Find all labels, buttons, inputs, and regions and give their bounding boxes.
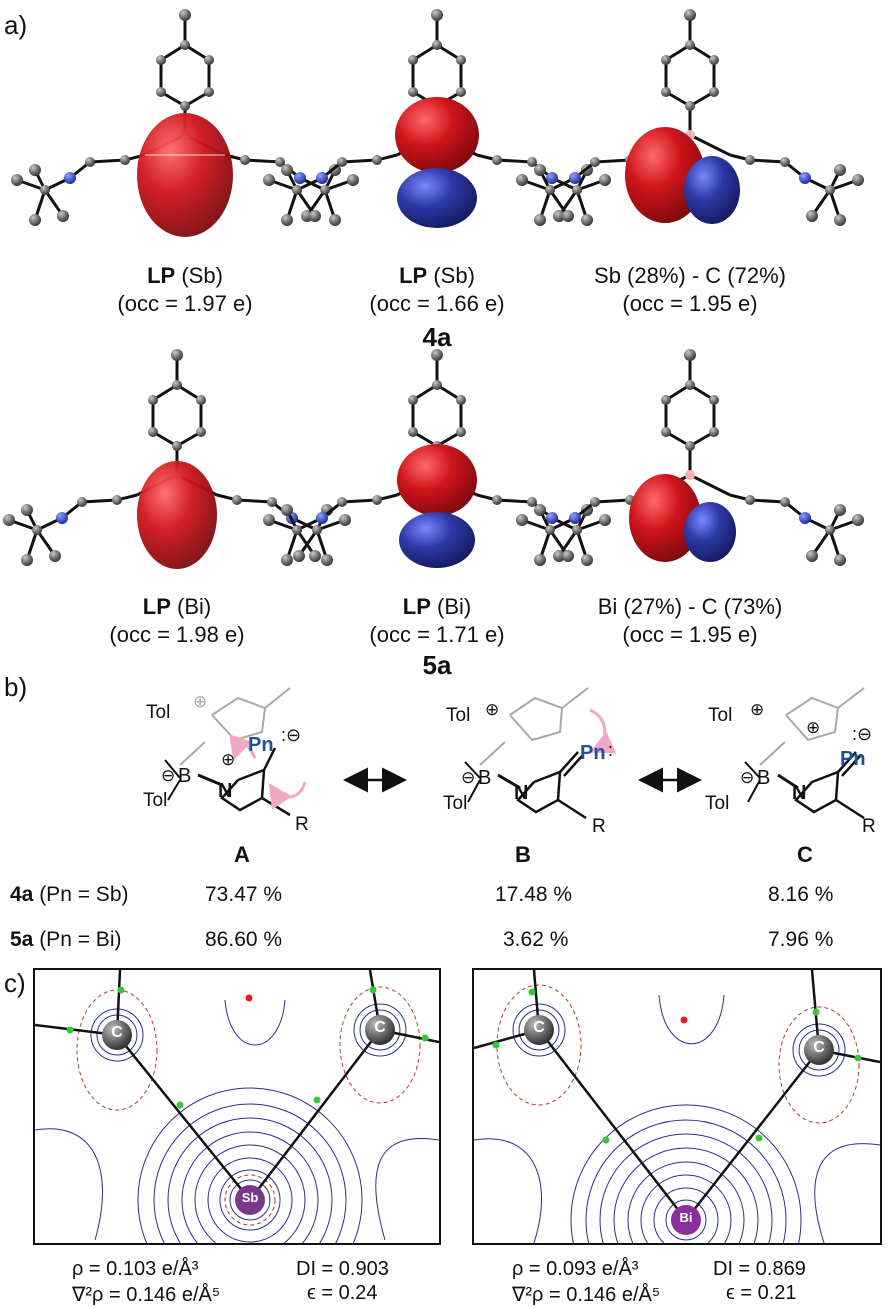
struct-c-boron: B [757,767,771,789]
struct-b-boron: B [478,767,492,789]
struct-b-pn: Pn [580,742,606,764]
struct-b-r: R [592,816,606,837]
laplacian-4a: ∇²ρ = 0.146 e/Å⁵ [72,1284,221,1306]
struct-c-pn-charge-icon: :⊖ [852,724,873,744]
struct-c-pn: Pn [840,748,866,770]
struct-c-tol-top: Tol [708,705,733,726]
orbital-title-5a-3: Bi (27%) - C (73%) [597,594,783,619]
struct-a-plus-icon: ⊕ [221,750,236,769]
struct-c-tol-bottom: Tol [705,793,730,814]
atom-label-bi: Bi [679,1210,693,1225]
orbital-4a-bond [514,7,866,228]
compound-label-5a-row: 5a [422,650,452,680]
orbital-occ-4a-3: (occ = 1.95 e) [622,291,758,316]
atom-label-sb: Sb [241,1190,259,1205]
di-4a: DI = 0.903 [296,1258,389,1280]
orbital-occ-5a-1: (occ = 1.98 e) [109,622,245,647]
orbital-title-5a-2: LP (Bi) [402,594,472,619]
panel-label-b: b) [4,672,28,702]
atom-label-c-left: C [111,1024,123,1041]
structure-name-a: A [234,842,250,867]
orbital-title-5a-1: LP (Bi) [142,594,212,619]
laplacian-5a: ∇²ρ = 0.146 e/Å⁵ [512,1284,661,1306]
structure-c-bonds [744,687,865,820]
struct-b-minus-icon: ⊖ [461,768,476,787]
structure-a-bonds [164,687,307,817]
table-cell-4a-b: 17.48 % [495,883,573,906]
orbital-occ-4a-1: (occ = 1.97 e) [117,291,253,316]
orbital-5a-lp2 [261,347,613,568]
orbital-title-4a-3: Sb (28%) - C (72%) [594,263,786,288]
rho-4a: ρ = 0.103 e/Å³ [72,1258,199,1280]
table-cell-4a-a: 73.47 % [205,883,283,906]
laplacian-map-5a: C C Bi [472,968,882,1245]
orbital-4a-lp2 [261,7,613,228]
struct-a-tol-bottom: Tol [143,790,168,811]
structure-name-c: C [797,842,813,867]
struct-c-n-label: N [792,782,807,804]
struct-a-plus-icon-grey: ⊕ [193,692,208,711]
eps-4a: ϵ = 0.24 [307,1282,378,1304]
orbital-figures [1,7,866,569]
resonance-structures [164,687,865,820]
struct-b-tol-bottom: Tol [443,793,468,814]
struct-b-tol-top: Tol [446,705,471,726]
struct-a-tol-top: Tol [146,702,171,723]
laplacian-map-4a: C C Sb [33,968,441,1245]
atom-label-c-right-5a: C [813,1039,825,1056]
orbital-occ-5a-2: (occ = 1.71 e) [369,622,505,647]
panel-label-c: c) [4,968,26,998]
structure-name-b: B [515,842,531,867]
atom-label-c-right: C [374,1019,386,1036]
struct-c-plus-icon: ⊕ [750,700,765,719]
compound-label-4a-row: 4a [422,322,452,352]
structure-b-bonds [464,687,617,820]
struct-a-r: R [295,814,309,835]
struct-a-n-label: N [218,780,233,802]
table-cell-5a-c: 7.96 % [768,928,834,951]
struct-a-minus-icon: ⊖ [161,766,176,785]
eps-5a: ϵ = 0.21 [726,1282,797,1304]
struct-c-plus-icon-ring: ⊕ [806,718,821,737]
struct-c-minus-icon: ⊖ [740,768,755,787]
orbital-title-4a-1: LP (Sb) [147,263,223,288]
struct-a-pn-charge-icon: :⊖ [281,725,302,745]
table-cell-5a-b: 3.62 % [503,928,569,951]
orbital-occ-4a-2: (occ = 1.66 e) [369,291,505,316]
struct-b-lone-pair-icon: : [608,740,614,760]
rho-5a: ρ = 0.093 e/Å³ [512,1258,639,1280]
panel-label-a: a) [4,10,28,40]
table-row-4a-label: 4a (Pn = Sb) [10,883,129,906]
contour-plot-4a [35,970,439,1243]
di-5a: DI = 0.869 [713,1258,806,1280]
table-cell-4a-c: 8.16 % [768,883,834,906]
atom-label-c-left-5a: C [533,1019,545,1036]
struct-c-r: R [862,816,876,837]
struct-a-boron: B [178,765,192,787]
orbital-4a-lp1 [9,7,361,237]
orbital-5a-bond [514,347,866,568]
contour-plot-5a [474,970,880,1243]
orbital-title-4a-2: LP (Sb) [399,263,475,288]
struct-b-plus-icon: ⊕ [485,700,500,719]
orbital-occ-5a-3: (occ = 1.95 e) [622,622,758,647]
struct-b-n-label: N [514,782,529,804]
struct-a-pn: Pn [248,734,274,756]
table-cell-5a-a: 86.60 % [205,928,283,951]
orbital-5a-lp1 [1,347,353,569]
table-row-5a-label: 5a (Pn = Bi) [10,928,122,951]
